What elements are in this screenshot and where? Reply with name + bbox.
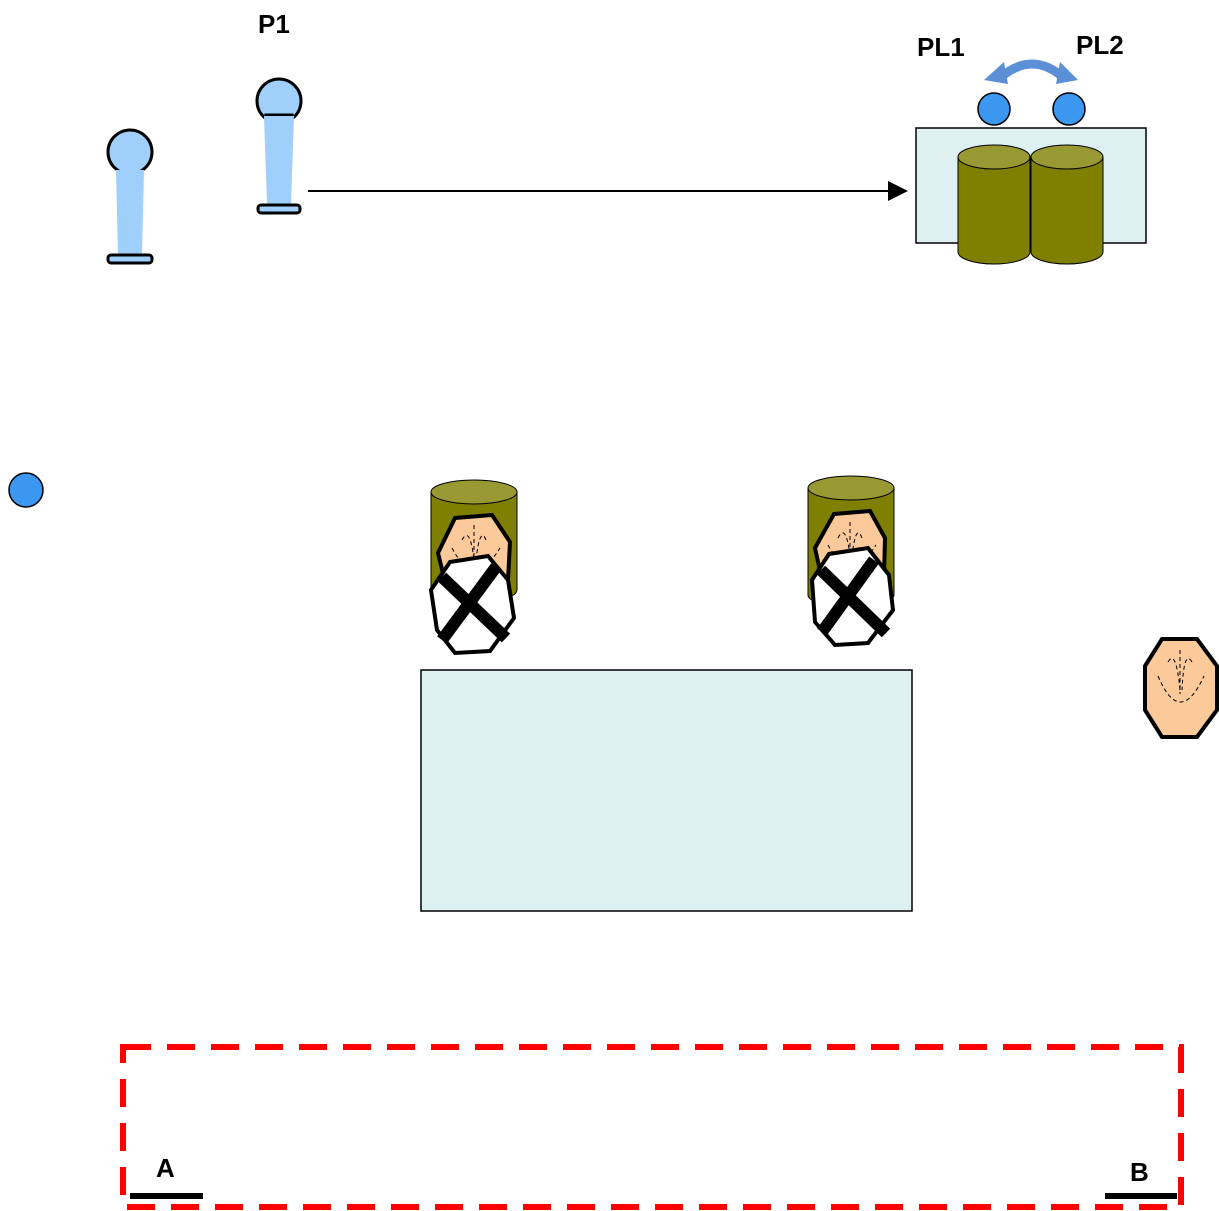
cone-icon	[1030, 144, 1104, 265]
label-a: A	[156, 1153, 175, 1183]
cone-icon	[957, 144, 1031, 265]
label-pl1: PL1	[917, 32, 965, 62]
mannequin-icon	[106, 128, 154, 265]
player-top-view-icon	[1143, 637, 1219, 739]
label-p1: P1	[258, 9, 290, 39]
label-pl2: PL2	[1076, 30, 1124, 60]
crossed-out-player-icon	[809, 545, 896, 648]
label-b: B	[1130, 1157, 1149, 1187]
center-area	[420, 669, 913, 912]
swap-arrow-icon	[984, 59, 1078, 84]
target-zone	[120, 1044, 1184, 1210]
crossed-out-player-icon	[428, 553, 517, 656]
mannequin-icon-p1	[255, 77, 303, 215]
ball-icon-pl1	[977, 92, 1011, 126]
ball-icon-pl2	[1052, 92, 1086, 126]
ball-icon	[8, 472, 44, 508]
